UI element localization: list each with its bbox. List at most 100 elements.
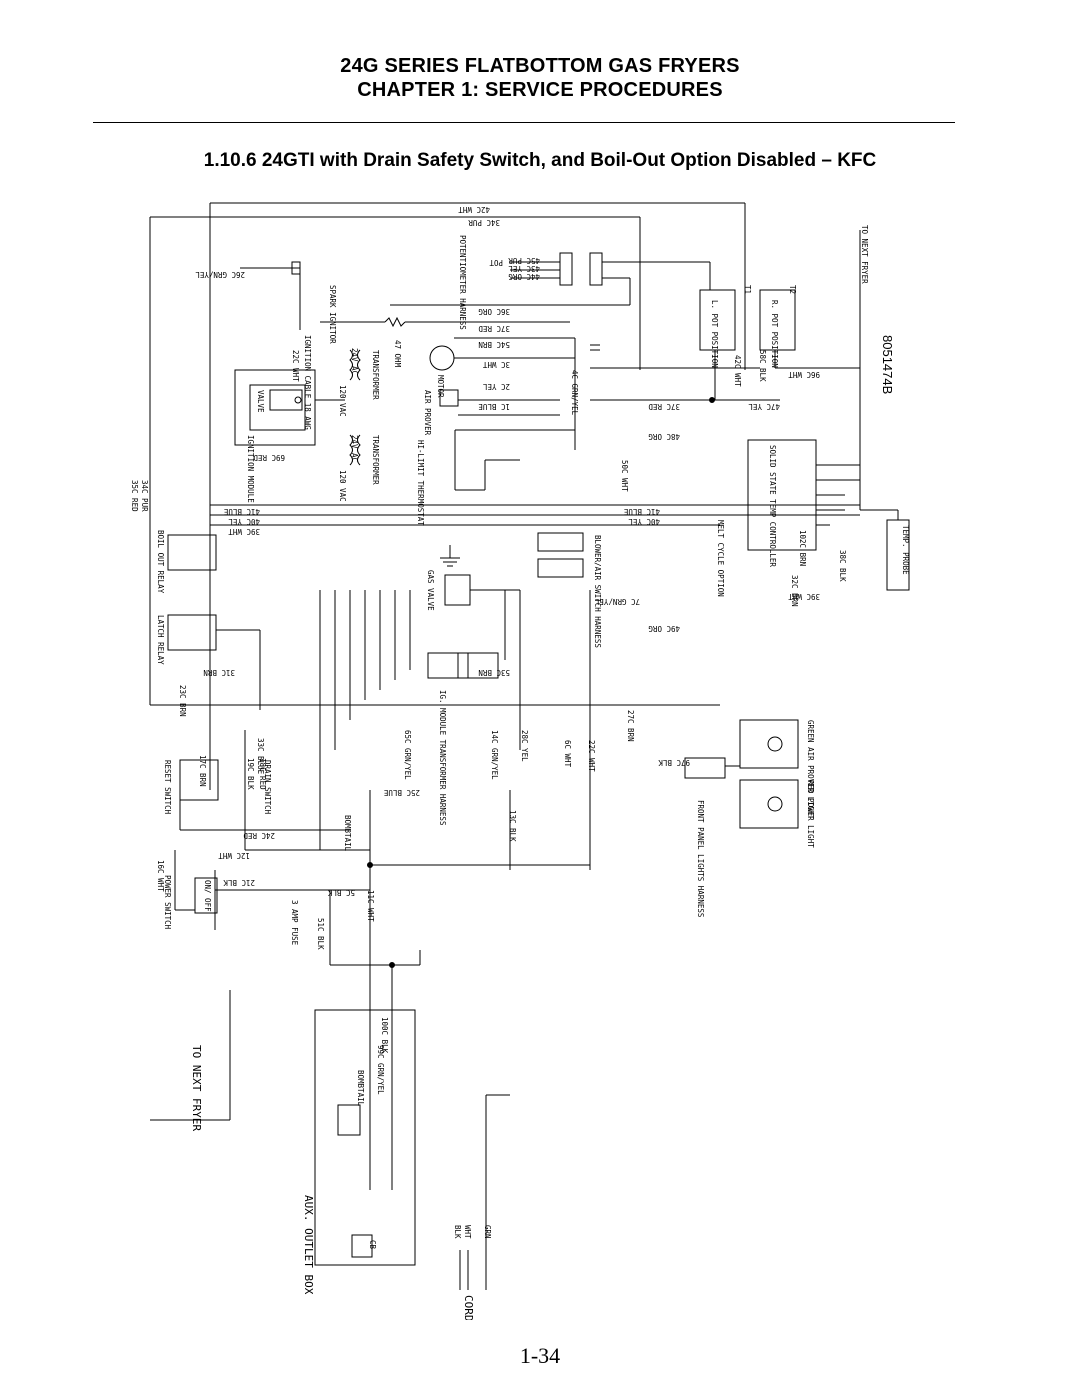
wire-label: 48C ORG <box>648 432 680 441</box>
transformer1-label: TRANSFORMER <box>371 350 380 400</box>
wire-label: 6C WHT <box>563 740 572 768</box>
wire-label: 2C YEL <box>482 382 510 391</box>
t2-label: T2 <box>788 285 797 294</box>
wire-label: 97C BLK <box>658 758 690 767</box>
wire-label: 14C GRN/YEL <box>490 730 499 780</box>
wire-label: 36C ORG <box>478 307 510 316</box>
wire-label: 4C GRN/YEL <box>570 370 579 416</box>
wire-label: 44C ORG <box>508 272 540 281</box>
wire-label: 69C RED <box>253 453 285 462</box>
wire-label: 28C YEL <box>520 730 529 762</box>
aux-outlet-box-label: AUX. OUTLET BOX <box>302 1195 315 1295</box>
solid-state-controller-label: SOLID STATE TEMP CONTROLLER <box>768 445 777 567</box>
wire-label: 23C BRN <box>178 685 187 717</box>
wire-label: 39C WHT <box>228 527 260 536</box>
wire-label: 24C RED <box>243 831 275 840</box>
power-switch-label: POWER SWITCH <box>163 875 172 930</box>
wire-label: 25C BLUE <box>383 788 420 797</box>
cordset-label: CORDSET <box>462 1295 475 1320</box>
wire-label: 17C BRN <box>198 755 207 787</box>
front-panel-harness-label: FRONT PANEL LIGHTS HARNESS <box>696 800 705 918</box>
wire-label: 41C BLUE <box>623 507 660 516</box>
wire-label: 21C BLK <box>223 878 255 887</box>
wire-label: 13C BLK <box>508 810 517 842</box>
wire-label: 34C PUR <box>468 218 500 227</box>
latch-relay-label: LATCH RELAY <box>156 615 165 665</box>
circuit-breaker-label: CB <box>368 1240 377 1250</box>
wire-label: 42C WHT <box>458 205 490 214</box>
wire-label: GRN <box>483 1225 492 1239</box>
ignition-cable-label: IGNITION CABLE 18 AWG <box>303 335 312 430</box>
t2-secondary-voltage: 24V AC <box>350 435 359 462</box>
wire-label: 5C BLK <box>327 888 355 897</box>
t2-primary-voltage: 120 VAC <box>338 470 347 502</box>
wire-label: 51C BLK <box>316 918 325 950</box>
air-prover-label: AIR PROVER <box>423 390 432 436</box>
wire-label: 49C ORG <box>648 624 680 633</box>
potentiometer-harness-label: POTENTIOMETER HARNESS <box>458 235 467 330</box>
wire-label: 37C RED <box>648 402 680 411</box>
wire-label: 18C RED <box>258 758 267 790</box>
wire-label: 12C WHT <box>218 851 250 860</box>
wire-label: 33C BLUE <box>256 738 265 775</box>
red-light-label: RED POWER LIGHT <box>806 780 815 848</box>
r-pot-label: R. POT POSITION <box>770 300 779 368</box>
wire-label: 32C BRN <box>790 575 799 607</box>
transformer2-label: TRANSFORMER <box>371 435 380 485</box>
to-next-fryer-label: TO NEXT FRYER <box>190 1045 203 1131</box>
wire-label: 37C RED <box>478 324 510 333</box>
wire-label: 47C YEL <box>748 402 780 411</box>
document-title-line1: 24G SERIES FLATBOTTOM GAS FRYERS <box>340 55 740 77</box>
wire-label: 100C BLK <box>380 1017 389 1054</box>
ignition-module-label: IGNITION MODULE <box>246 435 255 503</box>
wire-label: 34C PUR <box>140 480 149 512</box>
page-number: 1-34 <box>519 1343 561 1368</box>
t1-primary-voltage: 120 VAC <box>338 385 347 417</box>
drain-switch-label: DRAIN SWITCH <box>263 760 272 815</box>
wire-label: 41C BLUE <box>223 507 260 516</box>
fuse-label: 3 AMP FUSE <box>290 900 299 946</box>
l-pot-label: L. POT POSITION <box>710 300 719 368</box>
wire-label: 43C YEL <box>508 264 540 273</box>
wire-label: 1C BLUE <box>478 402 510 411</box>
wire-label: BLK <box>453 1225 462 1239</box>
wire-label: 22C WHT <box>587 740 596 772</box>
wire-label: 45C PUR <box>508 256 540 265</box>
bombtail-label-2: BOMBTAIL <box>356 1070 365 1107</box>
resistor-label: 47 OHM <box>393 340 402 368</box>
wire-label: 54C BRN <box>478 340 510 349</box>
wire-label: 40C YEL <box>228 517 260 526</box>
wire-label: 50C WHT <box>620 460 629 492</box>
header-rule <box>93 122 955 123</box>
wire-label: 42C WHT <box>733 355 742 387</box>
wire-label: 11C WHT <box>366 890 375 922</box>
wire-label: 16C WHT <box>156 860 165 892</box>
wire-label: 31C BRN <box>203 668 235 677</box>
wire-label: WHT <box>463 1225 472 1239</box>
temp-probe-label: TEMP. PROBE <box>901 525 910 575</box>
wire-label: 26C GRN/YEL <box>195 270 245 279</box>
wire-label: 35C RED <box>130 480 139 512</box>
boil-out-relay-label: BOIL OUT RELAY <box>156 530 165 594</box>
spark-ignitor-label: SPARK IGNITOR <box>328 285 337 344</box>
wire-label: 38C BLK <box>838 550 847 582</box>
gas-valve-label: GAS VALVE <box>426 570 435 611</box>
wire-label: 40C YEL <box>628 517 660 526</box>
pot-label: POT <box>489 258 503 267</box>
document-title-line2: CHAPTER 1: SERVICE PROCEDURES <box>357 79 723 101</box>
t1-secondary-voltage: 24V AC <box>350 348 359 375</box>
hi-limit-thermostat-label: HI-LIMIT THERMOSTAT <box>416 440 425 526</box>
wire-label: 39C WHT <box>788 592 820 601</box>
motor-label: MOTOR <box>436 375 445 398</box>
reset-switch-label: RESET SWITCH <box>163 760 172 815</box>
wire-label: 3C WHT <box>482 360 510 369</box>
bombtail-label-1: BOMBTAIL <box>343 815 352 852</box>
wire-label: 96C WHT <box>788 370 820 379</box>
on-off-label: ON/ OFF <box>203 880 212 912</box>
wire-label: 65C GRN/YEL <box>403 730 412 780</box>
wire-label: 99C GRN/YEL <box>376 1045 385 1095</box>
green-light-label: GREEN AIR PROVER LIGHT <box>806 720 815 820</box>
wire-label: 19C BLK <box>246 758 255 790</box>
part-number: 8051474B <box>880 335 895 394</box>
